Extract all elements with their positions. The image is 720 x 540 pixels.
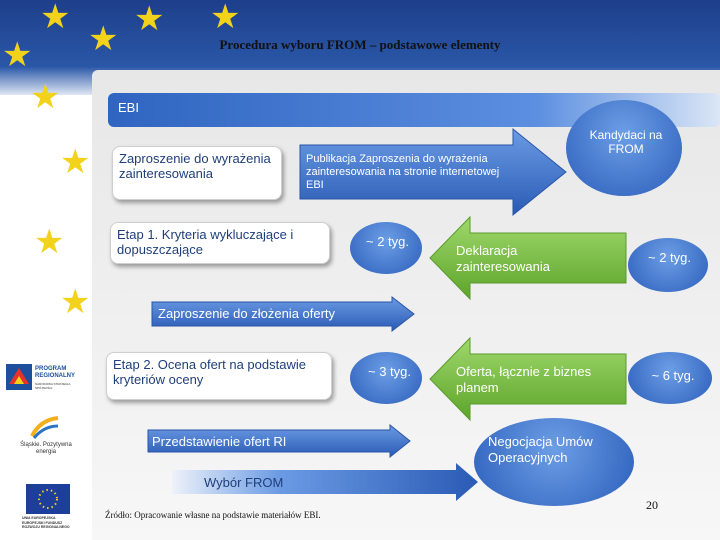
publication-arrow: Publikacja Zaproszenia do wyrażenia zain… [298,127,568,217]
slaskie-text: Śląskie. Pozytywna energia [20,442,72,455]
eu-logo: UNIA EUROPEJSKA EUROPEJSKI FUNDUSZ ROZWO… [22,484,74,534]
source-note: Źródło: Opracowanie własne na podstawie … [105,510,321,520]
declaration-arrow: Deklaracja zainteresowania [428,215,628,301]
program-regionalny-logo: PROGRAM REGIONALNY NARODOWA STRATEGIA SP… [6,362,86,396]
eu-flag-icon [26,484,70,514]
slaskie-wave-icon [30,416,59,439]
negotiation-circle: Negocjacja Umów Operacyjnych [474,418,634,506]
stage1-box: Etap 1. Kryteria wykluczające i dopuszcz… [110,222,330,264]
eu-star-icon: ★ [40,0,71,37]
declaration-arrow-label: Deklaracja zainteresowania [456,243,550,274]
negotiation-label: Negocjacja Umów Operacyjnych [488,434,593,465]
stage1-duration-badge: ~ 2 tyg. [350,222,422,274]
eu-star-icon: ★ [210,0,241,37]
ebi-label: EBI [118,100,139,115]
selection-arrow-label: Wybór FROM [204,475,284,490]
selection-arrow: Wybór FROM [170,462,480,502]
eu-star-icon: ★ [60,142,91,182]
program-regionalny-text: PROGRAM REGIONALNY [35,366,76,379]
eu-star-icon: ★ [2,35,33,75]
page-title: Procedura wyboru FROM – podstawowe eleme… [219,37,501,52]
declaration-duration-label: ~ 2 tyg. [648,250,691,265]
candidates-label: Kandydaci na FROM [589,128,663,156]
offer-arrow: Oferta, łącznie z biznes planem [428,336,628,422]
declaration-duration-badge: ~ 2 tyg. [628,238,708,292]
program-regionalny-subtext: NARODOWA STRATEGIA SPÓJNOŚCI [35,382,71,390]
offer-duration-label: ~ 6 tyg. [651,368,695,383]
eu-star-icon: ★ [34,222,65,262]
eu-star-icon: ★ [88,19,119,59]
publication-arrow-label: Publikacja Zaproszenia do wyrażenia zain… [306,153,500,191]
presentation-arrow: Przedstawienie ofert RI [146,424,412,458]
candidates-circle: Kandydaci na FROM [566,100,682,196]
eu-star-icon: ★ [30,77,61,117]
stage1-duration-label: ~ 2 tyg. [366,234,409,249]
presentation-arrow-label: Przedstawienie ofert RI [152,434,287,449]
stage2-duration-badge: ~ 3 tyg. [350,352,422,404]
stage2-box: Etap 2. Ocena ofert na podstawie kryteri… [106,352,332,400]
offer-invitation-arrow-label: Zaproszenie do złożenia oferty [158,306,336,321]
page-number: 20 [646,498,658,512]
invitation-box: Zaproszenie do wyrażenia zainteresowania [112,146,282,200]
eu-star-icon: ★ [134,0,165,39]
slaskie-logo: Śląskie. Pozytywna energia [16,416,76,458]
program-regionalny-icon [6,364,32,390]
eu-text: UNIA EUROPEJSKA EUROPEJSKI FUNDUSZ ROZWO… [22,516,70,529]
offer-arrow-label: Oferta, łącznie z biznes planem [456,364,592,395]
stage2-duration-label: ~ 3 tyg. [368,364,411,379]
eu-star-icon: ★ [60,282,91,322]
offer-duration-badge: ~ 6 tyg. [628,352,712,404]
offer-invitation-arrow: Zaproszenie do złożenia oferty [150,296,416,332]
